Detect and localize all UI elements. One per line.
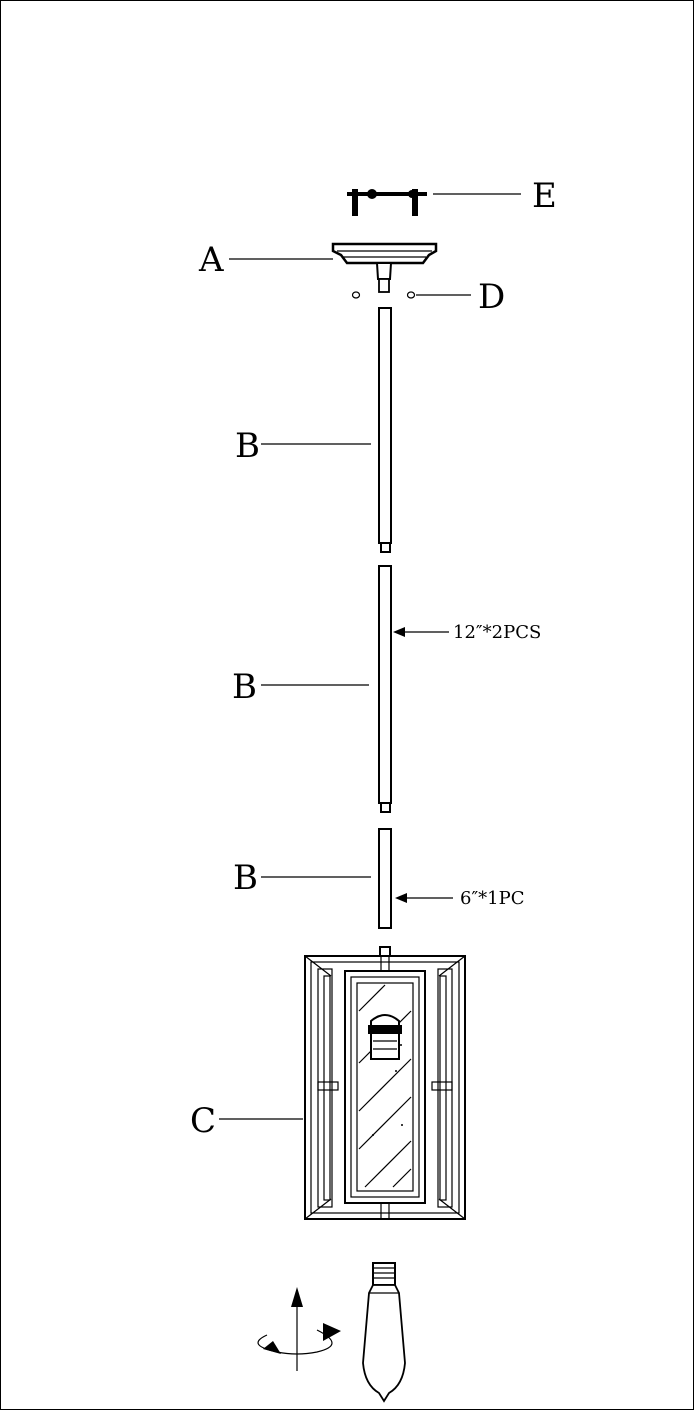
- screw-icon: [351, 291, 416, 299]
- note-rod-6: 6″*1PC: [460, 888, 525, 909]
- note-rod-12: 12″*2PCS: [453, 622, 541, 643]
- label-e: E: [532, 176, 557, 216]
- label-d: D: [478, 277, 505, 317]
- bulb-icon: [362, 1262, 406, 1403]
- rod-icon: [378, 828, 392, 929]
- label-b2: B: [232, 667, 257, 707]
- rod-icon: [378, 565, 392, 813]
- lantern-shade-icon: [304, 946, 466, 1220]
- label-b1: B: [235, 426, 260, 466]
- mounting-bracket-icon: [347, 189, 427, 216]
- label-b3: B: [233, 858, 258, 898]
- rod-icon: [378, 307, 392, 553]
- label-a: A: [198, 240, 224, 280]
- canopy-icon: [331, 242, 438, 293]
- label-c: C: [190, 1101, 216, 1141]
- rotate-arrow-icon: [257, 1287, 341, 1371]
